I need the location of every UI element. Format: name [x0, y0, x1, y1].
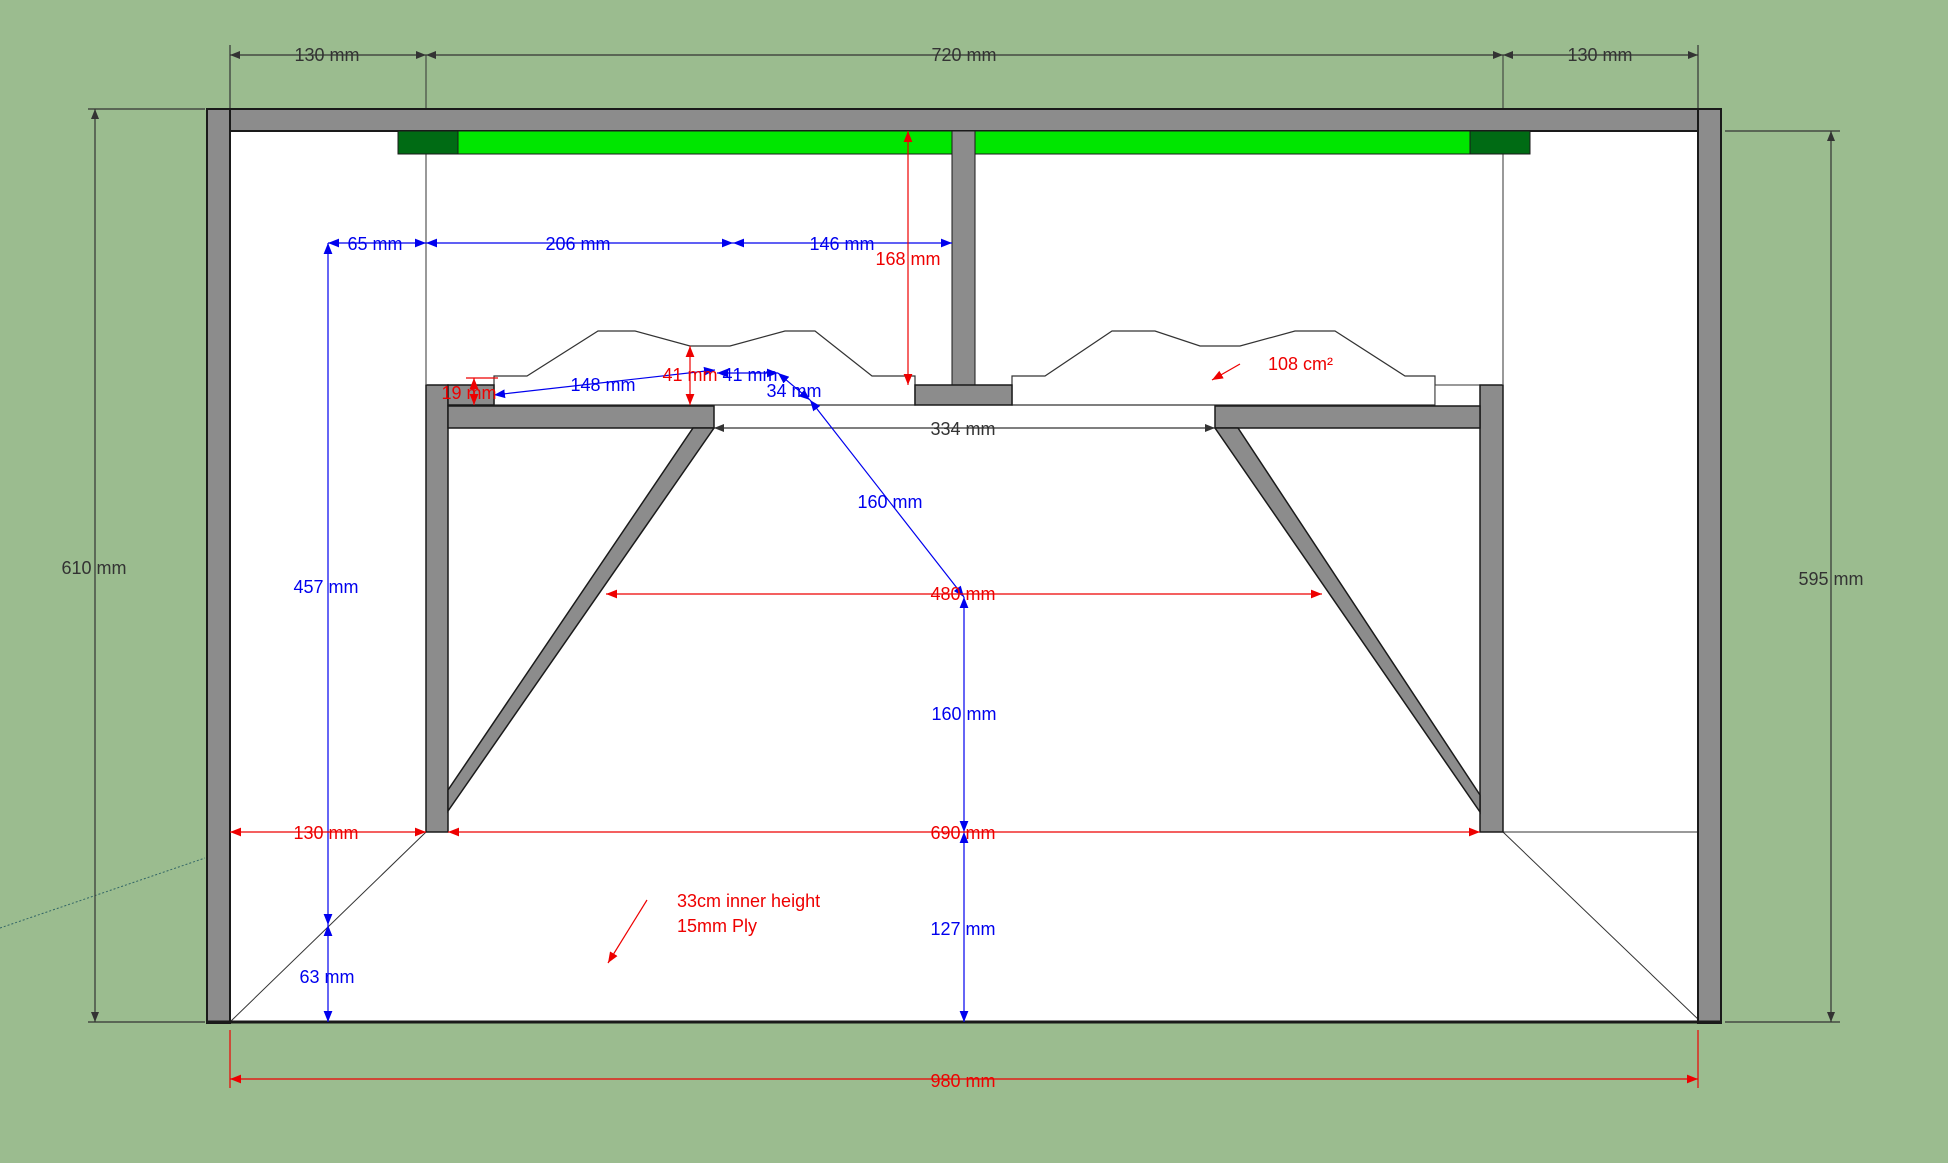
guide-line — [0, 857, 206, 929]
left-inner-wall — [425, 384, 449, 833]
dimension-lines — [88, 45, 1840, 1088]
dim-41b: 41 mm — [722, 365, 777, 385]
dim-146: 146 mm — [809, 234, 874, 254]
dim-right-595: 595 mm — [1798, 569, 1863, 589]
dim-168: 168 mm — [875, 249, 940, 269]
right-driver-profile — [1011, 330, 1436, 406]
dim-160-vertical: 160 mm — [931, 704, 996, 724]
internal-bracing — [425, 384, 1504, 833]
dim-457: 457 mm — [293, 577, 358, 597]
dim-130-bottom: 130 mm — [293, 823, 358, 843]
dim-63: 63 mm — [299, 967, 354, 987]
shelf-left — [447, 405, 715, 429]
shelf-right — [1214, 405, 1481, 429]
dim-160-diagonal: 160 mm — [857, 492, 922, 512]
right-inner-wall — [1479, 384, 1504, 833]
dim-top-720: 720 mm — [931, 45, 996, 65]
dim-690: 690 mm — [930, 823, 995, 843]
dim-206: 206 mm — [545, 234, 610, 254]
dim-127: 127 mm — [930, 919, 995, 939]
inner-white-panel — [1434, 384, 1481, 408]
center-post — [951, 130, 976, 386]
dim-480: 480 mm — [930, 584, 995, 604]
dim-top-left-130: 130 mm — [294, 45, 359, 65]
inner-height-note: 33cm inner height — [677, 891, 820, 911]
area-note: 108 cm² — [1268, 354, 1333, 374]
cabinet-left-wall — [206, 108, 231, 1024]
dim-980: 980 mm — [930, 1071, 995, 1091]
baffle-center-block — [914, 384, 1013, 406]
cabinet-right-wall — [1697, 108, 1722, 1024]
dim-334: 334 mm — [930, 419, 995, 439]
dim-65: 65 mm — [347, 234, 402, 254]
dimension-labels: 130 mm 720 mm 130 mm 610 mm 595 mm 334 m… — [61, 45, 1863, 1091]
dim-left-610: 610 mm — [61, 558, 126, 578]
dim-34: 34 mm — [766, 381, 821, 401]
dim-148: 148 mm — [570, 375, 635, 395]
dim-19: 19 mm — [441, 383, 496, 403]
dim-top-right-130: 130 mm — [1567, 45, 1632, 65]
left-diagonal-brace — [447, 427, 716, 814]
dim-41a: 41 mm — [662, 365, 717, 385]
material-note: 15mm Ply — [677, 916, 757, 936]
right-diagonal-brace — [1213, 427, 1481, 815]
cabinet-top-panel — [206, 108, 1722, 132]
